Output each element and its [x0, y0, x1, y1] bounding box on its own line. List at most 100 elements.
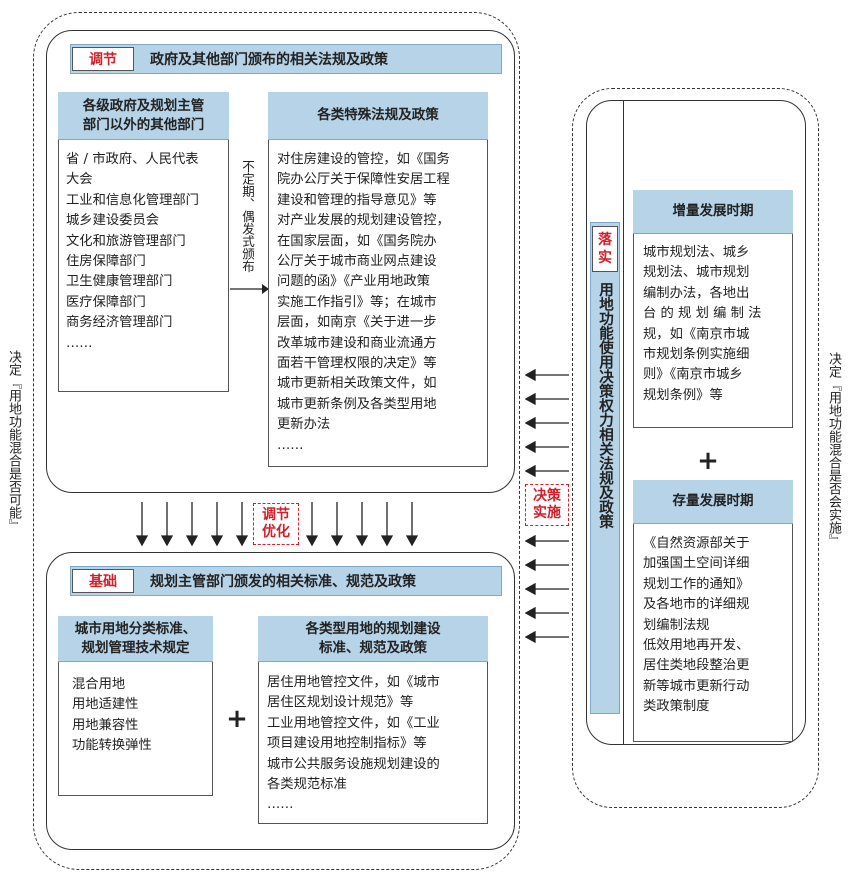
- left-side-text: 决定『用地功能混合是否可能』: [6, 350, 21, 532]
- list-item: 城市规划法、城乡: [643, 245, 750, 260]
- list-item: 市规划条例实施细: [643, 347, 750, 363]
- bottom-right-head-line-2: 标准、规范及政策: [319, 639, 427, 656]
- bottom-left-head-line-1: 城市用地分类标准、: [74, 620, 197, 637]
- top-title: 政府及其他部门颁布的相关法规及政策: [150, 52, 388, 68]
- bottom-left-head-line-2: 规划管理技术规定: [81, 639, 190, 656]
- bottom-right-head-line-1: 各类型用地的规划建设: [305, 620, 441, 637]
- list-item: 混合用地: [72, 677, 126, 692]
- top-right-box: [268, 92, 488, 467]
- list-item: 城市更新相关政策文件，如: [277, 376, 437, 392]
- left-arrows: [525, 368, 569, 644]
- list-item: 编制办法，各地出: [643, 285, 750, 301]
- list-item: 工业用地管控文件，如《工业: [267, 715, 440, 731]
- list-item: 在国家层面，如《国务院办: [277, 233, 437, 249]
- list-item: 卫生健康管理部门: [66, 274, 173, 290]
- list-item: 层面，如南京《关于进一步: [277, 315, 437, 331]
- list-item: 城市公共服务设施规划建设的: [267, 756, 440, 772]
- decision-line-1: 决策: [533, 488, 561, 504]
- stock-period-list: 《自然资源部关于 加强国土空间详细 规划工作的通知》 及各地市的详细规 划编制法…: [643, 534, 749, 718]
- list-item: 大会: [66, 172, 93, 188]
- list-item: 低效用地再开发、: [643, 638, 750, 654]
- top-left-box-list: 省 / 市政府、人民代表 大会 工业和信息化管理部门 城乡建设委员会 文化和旅游…: [66, 150, 199, 354]
- top-right-box-head: 各类特殊法规及政策: [268, 92, 488, 140]
- left-dashed-frame: [33, 12, 520, 870]
- top-left-box-head: 各级政府及规划主管 部门以外的其他部门: [58, 92, 229, 140]
- right-plus-sign: +: [697, 446, 719, 476]
- list-item: 实施工作指引》等；在城市: [277, 294, 437, 310]
- down-arrows: [135, 502, 419, 547]
- list-item: 各类规范标准: [267, 777, 347, 793]
- list-item: 问题的函》《产业用地政策: [277, 274, 430, 290]
- list-item: 面若干管理权限的决定》等: [277, 356, 437, 372]
- list-item: ……: [277, 437, 304, 453]
- list-item: 划编制法规: [643, 617, 710, 633]
- list-item: 则》《南京市城乡: [643, 367, 743, 383]
- adjust-optimize-tag: 调节 优化: [253, 503, 299, 545]
- bottom-right-box-head: 各类型用地的规划建设 标准、规范及政策: [258, 616, 488, 662]
- growth-period-head: 增量发展时期: [633, 190, 793, 234]
- list-item: 文化和旅游管理部门: [66, 233, 186, 249]
- bottom-title-bar: [70, 566, 502, 596]
- list-item: 住房保障部门: [66, 254, 146, 270]
- growth-period-list: 城市规划法、城乡 规划法、城市规划 编制办法，各地出 台 的 规 划 编 制 法…: [643, 243, 761, 406]
- decision-line-2: 实施: [533, 505, 561, 521]
- list-item: 院办公厅关于保障性安居工程: [277, 172, 450, 188]
- list-item: 规，如《南京市城: [643, 326, 750, 342]
- bottom-tag: 基础: [72, 569, 134, 593]
- top-left-head-line-2: 部门以外的其他部门: [82, 116, 205, 133]
- list-item: ……: [66, 335, 93, 351]
- list-item: 《自然资源部关于: [643, 536, 750, 551]
- right-panel-divider: [623, 100, 624, 745]
- bottom-title: 规划主管部门颁发的相关标准、规范及政策: [150, 574, 416, 590]
- list-item: 规划工作的通知》: [643, 576, 750, 592]
- list-item: 新等城市更新行动: [643, 678, 750, 694]
- list-item: 居住用地管控文件，如《城市: [267, 675, 440, 690]
- list-item: 规划条例》等: [643, 387, 723, 403]
- bottom-left-box-list: 混合用地 用地适建性 用地兼容性 功能转换弹性: [72, 675, 152, 757]
- right-dashed-frame: [572, 88, 819, 808]
- right-side-text: 决定『用地功能混合是否会实施』: [826, 352, 841, 547]
- list-item: 规划法、城市规划: [643, 265, 750, 281]
- list-item: 加强国土空间详细: [643, 556, 750, 572]
- list-item: 医疗保障部门: [66, 294, 146, 310]
- list-item: ……: [267, 797, 294, 813]
- implement-tag: 落 实: [592, 226, 618, 272]
- list-item: 及各地市的详细规: [643, 597, 750, 613]
- top-left-head-line-1: 各级政府及规划主管: [82, 97, 205, 114]
- list-item: 商务经济管理部门: [66, 315, 173, 331]
- list-item: 居住区规划设计规范》等: [267, 695, 414, 711]
- right-vertical-bar: [590, 222, 620, 714]
- list-item: 项目建设用地控制指标》等: [267, 736, 427, 752]
- implement-line-1: 落: [598, 232, 612, 248]
- top-title-bar: [70, 44, 502, 74]
- list-item: 用地兼容性: [72, 717, 139, 733]
- list-item: 台 的 规 划 编 制 法: [643, 306, 762, 322]
- list-item: 类政策制度: [643, 699, 710, 715]
- bottom-plus-sign: +: [226, 704, 248, 734]
- list-item: 用地适建性: [72, 697, 139, 713]
- adjust-optimize-line-2: 优化: [262, 524, 290, 540]
- bottom-right-box-list: 居住用地管控文件，如《城市 居住区规划设计规范》等 工业用地管控文件，如《工业 …: [267, 673, 440, 816]
- list-item: 城市更新条例及各类型用地: [277, 396, 437, 412]
- list-item: 公厅关于城市商业网点建设: [277, 254, 437, 270]
- top-right-box-list: 对住房建设的管控，如《国务 院办公厅关于保障性安居工程 建设和管理的指导意见》等…: [277, 150, 450, 456]
- list-item: 城乡建设委员会: [66, 213, 160, 229]
- bottom-left-box-head: 城市用地分类标准、 规划管理技术规定: [58, 616, 213, 662]
- list-item: 对住房建设的管控，如《国务: [277, 152, 450, 167]
- list-item: 建设和管理的指导意见》等: [277, 192, 437, 208]
- arrow-label: 不定期、偶发式颁布: [240, 160, 255, 273]
- decision-implement-tag: 决策 实施: [525, 484, 569, 526]
- list-item: 对产业发展的规划建设管控，: [277, 213, 450, 229]
- top-left-box: [58, 92, 229, 392]
- list-item: 工业和信息化管理部门: [66, 192, 199, 208]
- list-item: 省 / 市政府、人民代表: [66, 152, 199, 167]
- adjust-optimize-line-1: 调节: [262, 507, 290, 523]
- list-item: 居住类地段整治更: [643, 658, 750, 674]
- stock-period-head: 存量发展时期: [633, 480, 793, 524]
- right-vertical-title: 用地功能使用决策权力相关法规及政策: [597, 282, 613, 529]
- list-item: 改革城市建设和商业流通方: [277, 335, 437, 351]
- top-tag: 调节: [72, 47, 134, 71]
- list-item: 更新办法: [277, 417, 331, 433]
- implement-line-2: 实: [598, 250, 612, 266]
- list-item: 功能转换弹性: [72, 738, 152, 754]
